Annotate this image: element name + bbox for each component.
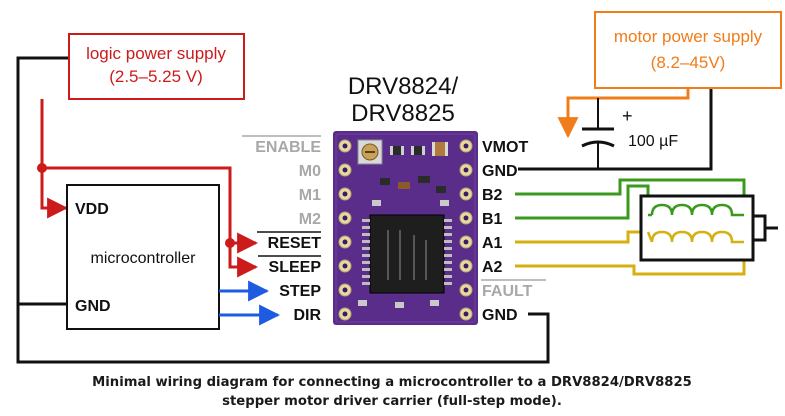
mcu-vdd-label: VDD (75, 201, 109, 218)
potentiometer-icon (357, 139, 383, 165)
capacitor-polarity: + (622, 106, 633, 126)
mcu-label: microcontroller (91, 250, 197, 267)
left-pin-labels: ENABLE M0 M1 M2 RESET SLEEP STEP DIR (255, 139, 321, 324)
stepper-motor-icon (639, 194, 778, 262)
ground-wires (16, 56, 713, 364)
board-title-line1: DRV8824/ (348, 73, 459, 100)
control-wires (219, 280, 281, 326)
pin-a2-label: A2 (482, 259, 503, 276)
caption: Minimal wiring diagram for connecting a … (92, 375, 692, 409)
pin-a1-label: A1 (482, 235, 503, 252)
motor-supply-range: (8.2–45V) (651, 53, 726, 72)
right-pin-labels: VMOT GND B2 B1 A1 A2 FAULT GND (482, 139, 533, 324)
motor-supply-wire (557, 88, 690, 139)
logic-supply-title: logic power supply (86, 44, 226, 63)
logic-supply-range: (2.5–5.25 V) (109, 67, 203, 86)
smd-components-icon (372, 142, 449, 206)
board-title-line2: DRV8825 (351, 100, 455, 127)
motor-supply-title: motor power supply (614, 27, 763, 46)
pin-dir-label: DIR (293, 307, 321, 324)
pin-enable-label: ENABLE (255, 139, 321, 156)
pin-b2-label: B2 (482, 187, 503, 204)
pin-b1-label: B1 (482, 211, 503, 228)
driver-board (333, 131, 478, 325)
caption-line2: stepper motor driver carrier (full-step … (222, 394, 562, 409)
caption-line1: Minimal wiring diagram for connecting a … (92, 375, 692, 390)
driver-chip-icon (362, 214, 452, 294)
pin-step-label: STEP (279, 283, 321, 300)
junction-dots (37, 163, 235, 248)
capacitor-value: 100 µF (628, 133, 678, 150)
logic-power-supply: logic power supply (2.5–5.25 V) (68, 33, 245, 100)
logic-wires (40, 99, 259, 278)
mcu-gnd-label: GND (75, 298, 111, 315)
pin-gnd-top-label: GND (482, 163, 518, 180)
pin-fault-label: FAULT (482, 283, 533, 300)
pin-m1-label: M1 (299, 187, 321, 204)
capacitor-icon: + 100 µF (581, 98, 678, 169)
motor-power-supply: motor power supply (8.2–45V) (594, 11, 782, 89)
pin-reset-label: RESET (268, 235, 322, 252)
pin-vmot-label: VMOT (482, 139, 528, 156)
pin-m0-label: M0 (299, 163, 321, 180)
pin-gnd-bottom-label: GND (482, 307, 518, 324)
pin-sleep-label: SLEEP (269, 259, 322, 276)
pin-overbars (242, 135, 546, 281)
pin-m2-label: M2 (299, 211, 321, 228)
microcontroller: VDD microcontroller GND (66, 184, 220, 330)
